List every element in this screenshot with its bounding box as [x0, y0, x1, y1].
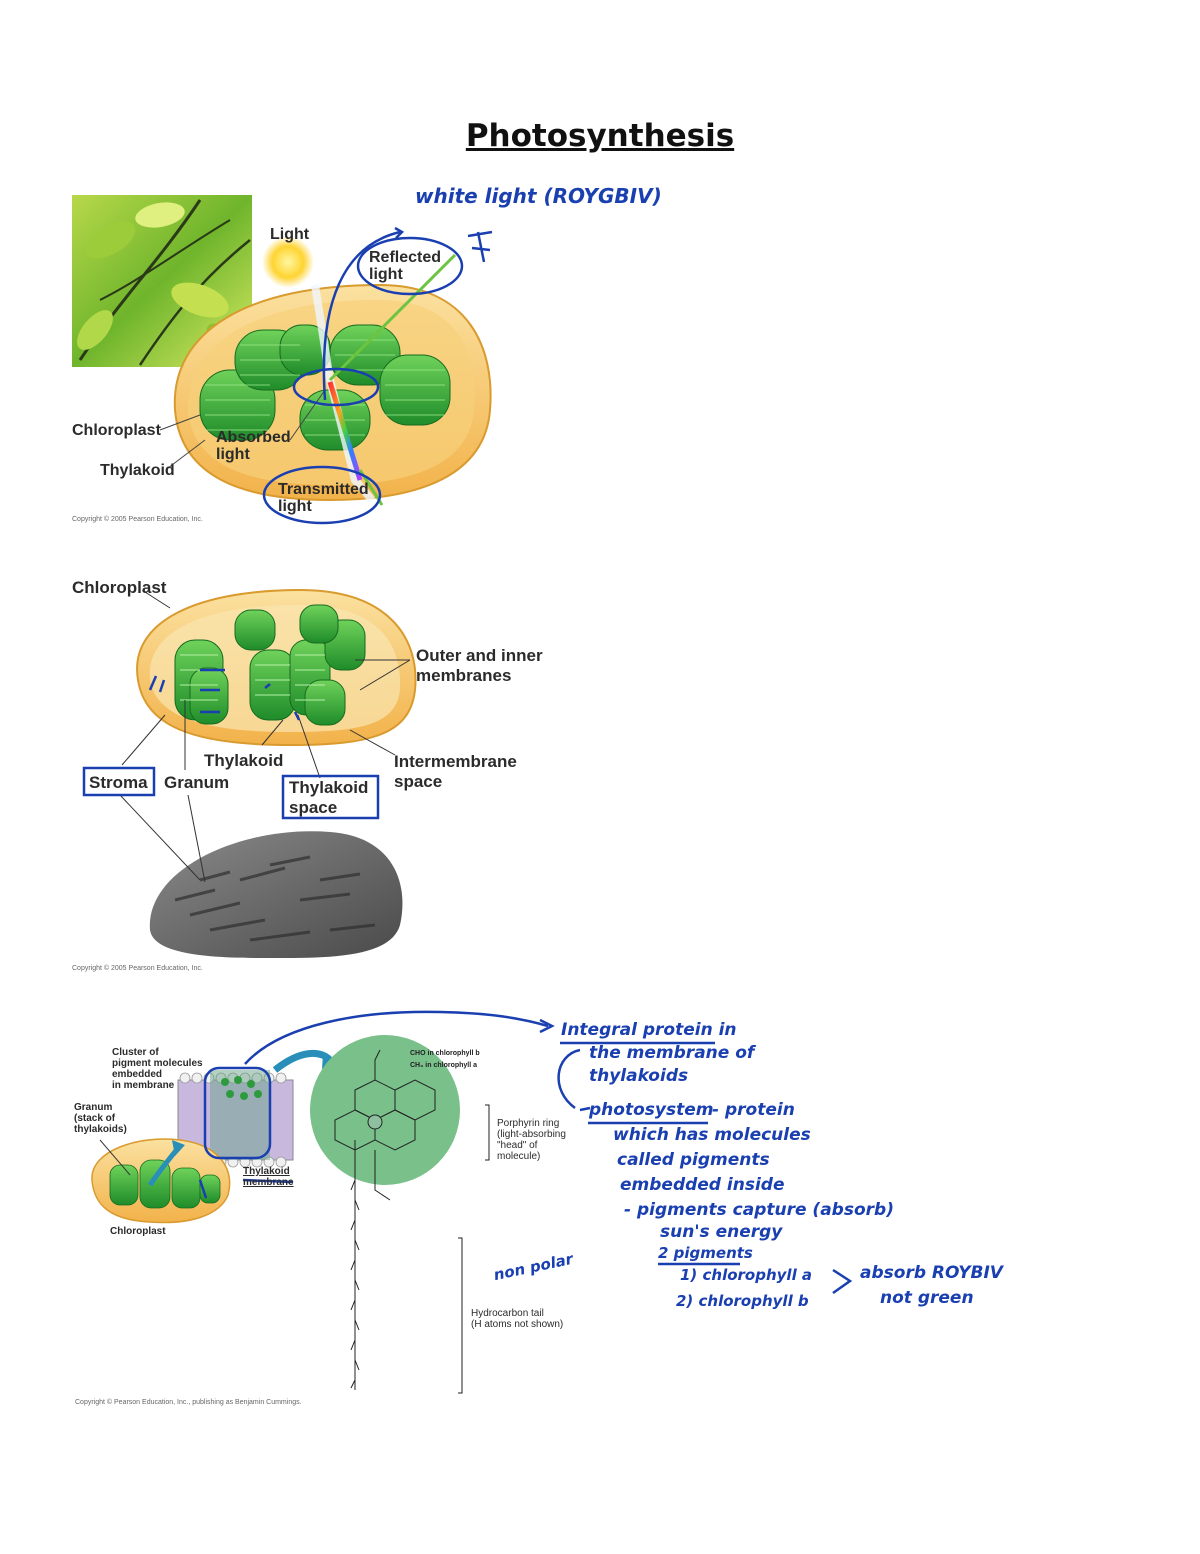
note-chlorophyll-a: 1) chlorophyll a: [680, 1266, 813, 1284]
light-label: Light: [270, 226, 310, 243]
chloroplast-label-1: Chloroplast: [72, 422, 161, 439]
absorbed-light-label: Absorbed light: [216, 429, 291, 463]
figure3-ink: [198, 1010, 853, 1295]
page-title: Photosynthesis: [465, 118, 735, 154]
figure1-chloroplast: [159, 253, 492, 506]
thylakoid-label-1: Thylakoid: [100, 462, 175, 479]
chloroplast-label-3: Chloroplast: [110, 1226, 166, 1237]
thylakoid-membrane-label: Thylakoid membrane: [243, 1166, 294, 1188]
cho-chlorophyll-b-label: CHO in chlorophyll b: [410, 1050, 480, 1057]
copyright-2: Copyright © 2005 Pearson Education, Inc.: [72, 965, 203, 972]
outer-inner-membranes-label: Outer and inner membranes: [416, 646, 543, 685]
note-embedded: embedded inside: [620, 1175, 785, 1195]
note-integral-1: Integral protein in: [561, 1020, 737, 1040]
note-integral-3: thylakoids: [589, 1066, 689, 1086]
stroma-label: Stroma: [89, 773, 148, 792]
transmitted-light-label: Transmitted light: [278, 481, 369, 515]
copyright-1: Copyright © 2005 Pearson Education, Inc.: [72, 516, 203, 523]
reflected-light-label: Reflected light: [369, 249, 442, 283]
chlorophyll-molecule: [310, 1035, 490, 1394]
note-sun: sun's energy: [660, 1222, 783, 1242]
note-chlorophyll-b: 2) chlorophyll b: [676, 1292, 809, 1310]
granum-label: Granum: [164, 773, 230, 792]
granum-stack-label: Granum (stack of thylakoids): [74, 1102, 127, 1135]
pigment-cluster-label: Cluster of pigment molecules embedded in…: [112, 1047, 203, 1091]
figure3-small-chloroplast: [91, 1138, 231, 1224]
figure1-ink: [262, 226, 493, 525]
note-not-green: not green: [880, 1288, 974, 1308]
porphyrin-ring-label: Porphyrin ring (light-absorbing "head" o…: [497, 1118, 566, 1162]
figure3-membrane-cluster: [177, 1049, 338, 1168]
note-capture: - pigments capture (absorb): [624, 1200, 894, 1220]
chloroplast-label-2: Chloroplast: [72, 578, 167, 597]
hydrocarbon-tail-label: Hydrocarbon tail (H atoms not shown): [471, 1308, 564, 1330]
note-pigments-heading: 2 pigments: [658, 1244, 753, 1262]
white-light-note: white light (ROYGBIV): [415, 184, 662, 208]
sun-icon: [262, 236, 314, 288]
note-integral-2: the membrane of: [589, 1043, 755, 1063]
note-photosystem-rest: - protein: [712, 1100, 795, 1120]
figure2-micrograph: [119, 794, 403, 959]
note-which: which has molecules: [613, 1125, 811, 1145]
thylakoid-space-label: Thylakoid space: [289, 778, 369, 817]
intermembrane-space-label: Intermembrane space: [394, 752, 517, 791]
note-absorb: absorb ROYBIV: [860, 1263, 1003, 1283]
figure2-chloroplast: [121, 588, 417, 779]
note-photosystem: photosystem: [589, 1100, 714, 1120]
thylakoid-label-2: Thylakoid: [204, 751, 284, 770]
figure2-ink: [82, 668, 380, 820]
copyright-3: Copyright © Pearson Education, Inc., pub…: [75, 1399, 302, 1406]
note-called: called pigments: [617, 1150, 770, 1170]
ch3-chlorophyll-a-label: CH₃ in chlorophyll a: [410, 1062, 478, 1069]
